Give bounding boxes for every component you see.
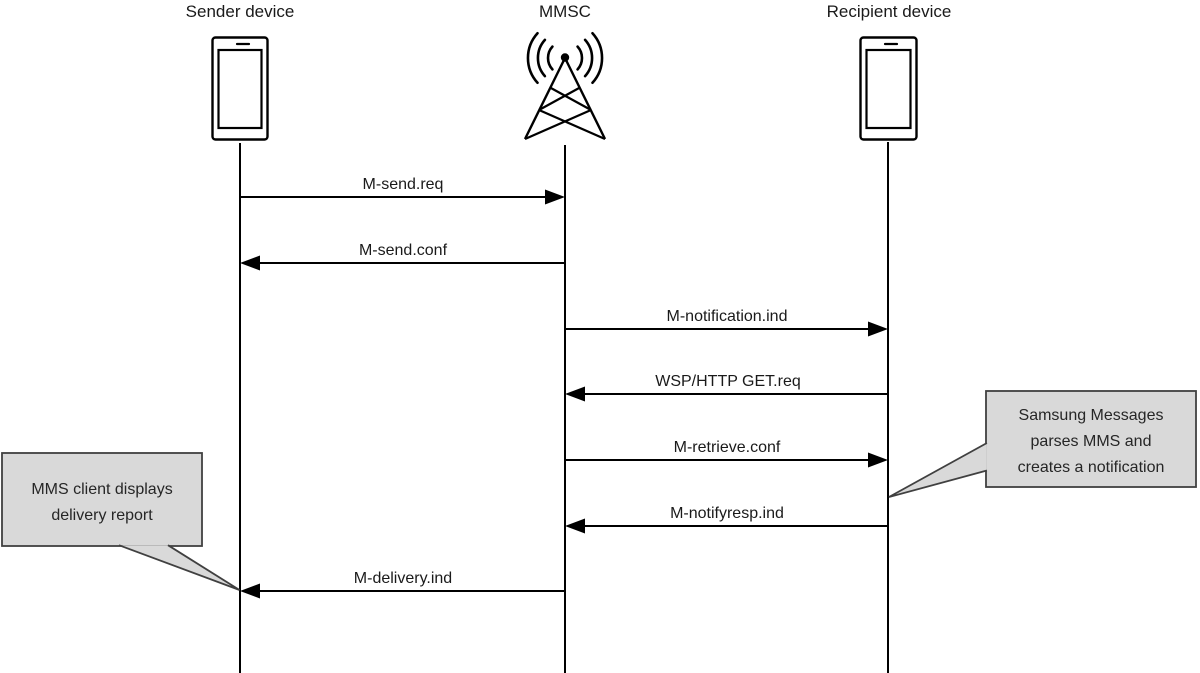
callout-box [985, 390, 1197, 488]
message-label: M-retrieve.conf [674, 439, 781, 456]
phone-screen [217, 48, 263, 130]
cell-tower-icon [523, 31, 607, 141]
callout-text-line: MMS client displays [31, 481, 172, 498]
actor-label: Recipient device [827, 2, 952, 21]
antenna-dot [560, 53, 570, 62]
callout-tail [118, 544, 240, 591]
arrowhead-right-icon [868, 452, 888, 468]
tower-bracing [524, 86, 606, 141]
actor-mmsc: MMSC [523, 2, 607, 141]
arrowhead-right-icon [868, 321, 888, 337]
arrowhead-left-icon [565, 386, 585, 402]
actor-recipient-device: Recipient device [827, 2, 952, 141]
radio-wave-arc [576, 45, 584, 71]
callout-delivery-report: MMS client displays delivery report [1, 452, 240, 591]
callout-text-line: Samsung Messages [1019, 407, 1164, 424]
message-m-notifyresp-ind: M-notifyresp.ind [565, 505, 888, 534]
message-label: M-send.req [363, 176, 444, 193]
arrowhead-left-icon [565, 518, 585, 534]
actor-sender-device: Sender device [186, 2, 295, 141]
radio-wave-arc [526, 31, 539, 85]
message-wsp-http-get-req: WSP/HTTP GET.req [565, 373, 888, 402]
smartphone-icon [859, 36, 918, 141]
arrowhead-left-icon [240, 583, 260, 599]
message-m-delivery-ind: M-delivery.ind [240, 570, 565, 599]
callout-box [1, 452, 203, 547]
radio-wave-arc [591, 31, 604, 85]
message-m-send-req: M-send.req [240, 176, 565, 205]
callout-text-line: delivery report [51, 507, 153, 524]
actor-label: Sender device [186, 2, 295, 21]
smartphone-icon [211, 36, 269, 141]
callout-text-line: creates a notification [1018, 459, 1165, 476]
radio-wave-arc [546, 45, 554, 71]
message-m-send-conf: M-send.conf [240, 242, 565, 271]
radio-wave-arc [536, 38, 547, 78]
message-label: M-delivery.ind [354, 570, 452, 587]
message-label: M-notifyresp.ind [670, 505, 784, 522]
arrowhead-right-icon [545, 189, 565, 205]
phone-screen [865, 48, 912, 130]
phone-body [211, 36, 269, 141]
arrowhead-left-icon [240, 255, 260, 271]
message-m-notification-ind: M-notification.ind [565, 308, 888, 337]
phone-body [859, 36, 918, 141]
callout-text-line: parses MMS and [1031, 433, 1152, 450]
message-label: M-notification.ind [667, 308, 788, 325]
actor-label: MMSC [539, 2, 591, 21]
message-m-retrieve-conf: M-retrieve.conf [565, 439, 888, 468]
message-label: WSP/HTTP GET.req [655, 373, 801, 390]
message-label: M-send.conf [359, 242, 448, 259]
callout-samsung-messages: Samsung Messages parses MMS and creates … [888, 390, 1197, 498]
radio-wave-arc [583, 38, 594, 78]
callout-tail [888, 442, 988, 498]
tower-legs [523, 57, 607, 140]
